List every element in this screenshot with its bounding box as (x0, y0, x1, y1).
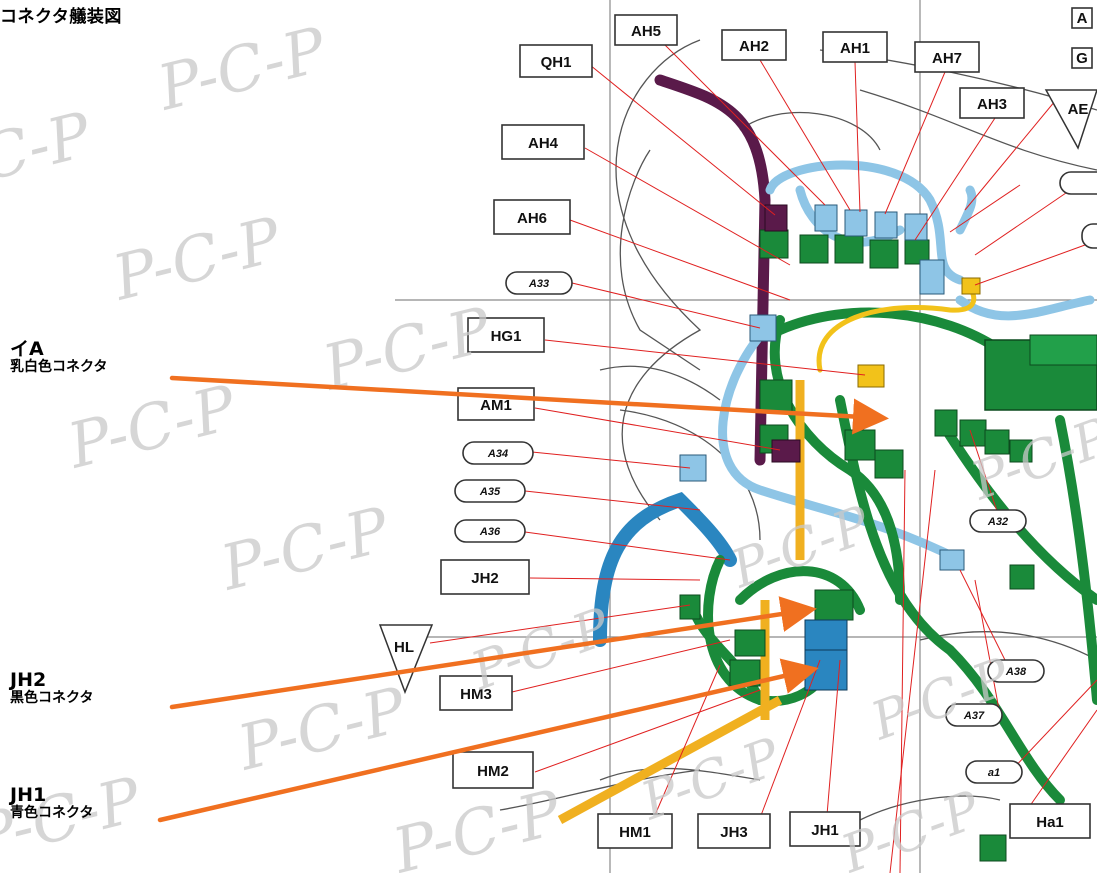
label-ah4: AH4 (501, 124, 585, 160)
svg-text:A36: A36 (479, 526, 501, 538)
svg-text:A32: A32 (987, 516, 1008, 528)
callout-jh2: JH2 黒色コネクタ (10, 670, 93, 707)
svg-text:HM2: HM2 (477, 763, 509, 780)
orange-tube (557, 380, 805, 824)
svg-text:AH2: AH2 (739, 38, 769, 55)
pill-a34: A34 (462, 441, 534, 465)
pill-a38: A38 (987, 659, 1045, 683)
svg-text:A37: A37 (963, 710, 985, 722)
label-hg1: HG1 (467, 317, 545, 353)
label-ah7: AH7 (914, 41, 980, 73)
label-ah1: AH1 (822, 31, 888, 63)
callout-jh2-desc: 黒色コネクタ (10, 690, 94, 706)
svg-text:JH3: JH3 (720, 824, 748, 841)
label-jh1: JH1 (789, 811, 861, 847)
svg-text:AH3: AH3 (977, 96, 1007, 113)
blue-harness (593, 491, 737, 647)
svg-text:A34: A34 (487, 448, 508, 460)
svg-text:a1: a1 (988, 767, 1000, 779)
svg-text:P-C-P: P-C-P (385, 775, 569, 873)
svg-text:AH1: AH1 (840, 40, 870, 57)
svg-text:A38: A38 (1005, 666, 1027, 678)
callout-jh2-code: JH2 (10, 669, 47, 691)
svg-text:AH7: AH7 (932, 50, 962, 67)
svg-text:P-C-P: P-C-P (0, 97, 99, 209)
svg-text:AE: AE (1068, 101, 1089, 118)
arrow-ia (169, 375, 889, 435)
svg-text:AH4: AH4 (528, 135, 559, 152)
svg-text:HM1: HM1 (619, 824, 651, 841)
callout-ia-code: イA (10, 338, 44, 360)
svg-text:A33: A33 (528, 278, 549, 290)
callout-jh1-code: JH1 (10, 784, 47, 806)
page-title: コネクタ艤装図 (0, 7, 122, 27)
pill-a37: A37 (945, 703, 1003, 727)
yellow-harness (816, 285, 977, 373)
triangle-hl: HL (378, 624, 434, 695)
body-outline (499, 39, 1097, 821)
connector-cluster (679, 204, 1097, 862)
svg-text:AH5: AH5 (631, 23, 661, 40)
label-corner-a: A (1071, 7, 1093, 29)
svg-text:A: A (1077, 10, 1088, 27)
svg-text:AH6: AH6 (517, 210, 547, 227)
label-ah3: AH3 (959, 87, 1025, 119)
label-ah5: AH5 (614, 14, 678, 46)
svg-text:G: G (1076, 50, 1088, 67)
callout-ia: イA 乳白色コネクタ (10, 339, 107, 376)
svg-text:P-C-P: P-C-P (60, 370, 244, 482)
leader-lines (429, 44, 1097, 873)
pill-a35: A35 (454, 479, 526, 503)
pill-a1: a1 (965, 760, 1023, 784)
label-jh2: JH2 (440, 559, 530, 595)
label-ah6: AH6 (493, 199, 571, 235)
svg-text:HM3: HM3 (460, 686, 492, 703)
label-qh1: QH1 (519, 44, 593, 78)
svg-text:P-C-P: P-C-P (150, 12, 334, 124)
pill-a36: A36 (454, 519, 526, 543)
arrow-jh1 (157, 658, 819, 823)
callout-jh1: JH1 青色コネクタ (10, 785, 93, 822)
pill-labels: A33 A34 A35 A36 A32 A38 A37 a1 (454, 171, 1097, 784)
label-hm2: HM2 (452, 751, 534, 789)
label-corner-g: G (1071, 47, 1093, 69)
svg-text:HL: HL (394, 639, 414, 656)
svg-text:P-C-P: P-C-P (213, 492, 397, 604)
label-hm1: HM1 (597, 813, 673, 849)
pill-a33: A33 (505, 271, 573, 295)
label-jh3: JH3 (697, 813, 771, 849)
pill-partial-mid (1081, 223, 1097, 249)
arrow-jh2 (169, 596, 817, 710)
svg-text:JH2: JH2 (471, 570, 499, 587)
label-ah2: AH2 (721, 29, 787, 61)
triangle-ae: AE (1044, 89, 1097, 150)
svg-text:HG1: HG1 (491, 328, 522, 345)
label-ha1: Ha1 (1009, 803, 1091, 839)
pill-a32: A32 (969, 509, 1027, 533)
svg-text:P-C-P: P-C-P (833, 780, 989, 873)
svg-text:Ha1: Ha1 (1036, 814, 1064, 831)
svg-text:P-C-P: P-C-P (105, 202, 289, 314)
label-hm3: HM3 (439, 675, 513, 711)
callout-jh1-desc: 青色コネクタ (10, 805, 94, 821)
callout-ia-desc: 乳白色コネクタ (10, 359, 108, 375)
connector-labels: AH5 AH2 AH1 AH7 AH3 QH1 AH4 AH6 HG1 AM1 … (439, 7, 1093, 849)
svg-text:JH1: JH1 (811, 822, 839, 839)
purple-harness (654, 74, 771, 466)
svg-text:QH1: QH1 (541, 54, 572, 71)
svg-text:A35: A35 (479, 486, 501, 498)
callout-arrows (157, 375, 889, 823)
pill-partial-top (1059, 171, 1097, 195)
svg-text:P-C-P: P-C-P (863, 647, 1019, 753)
svg-text:AM1: AM1 (480, 397, 512, 414)
